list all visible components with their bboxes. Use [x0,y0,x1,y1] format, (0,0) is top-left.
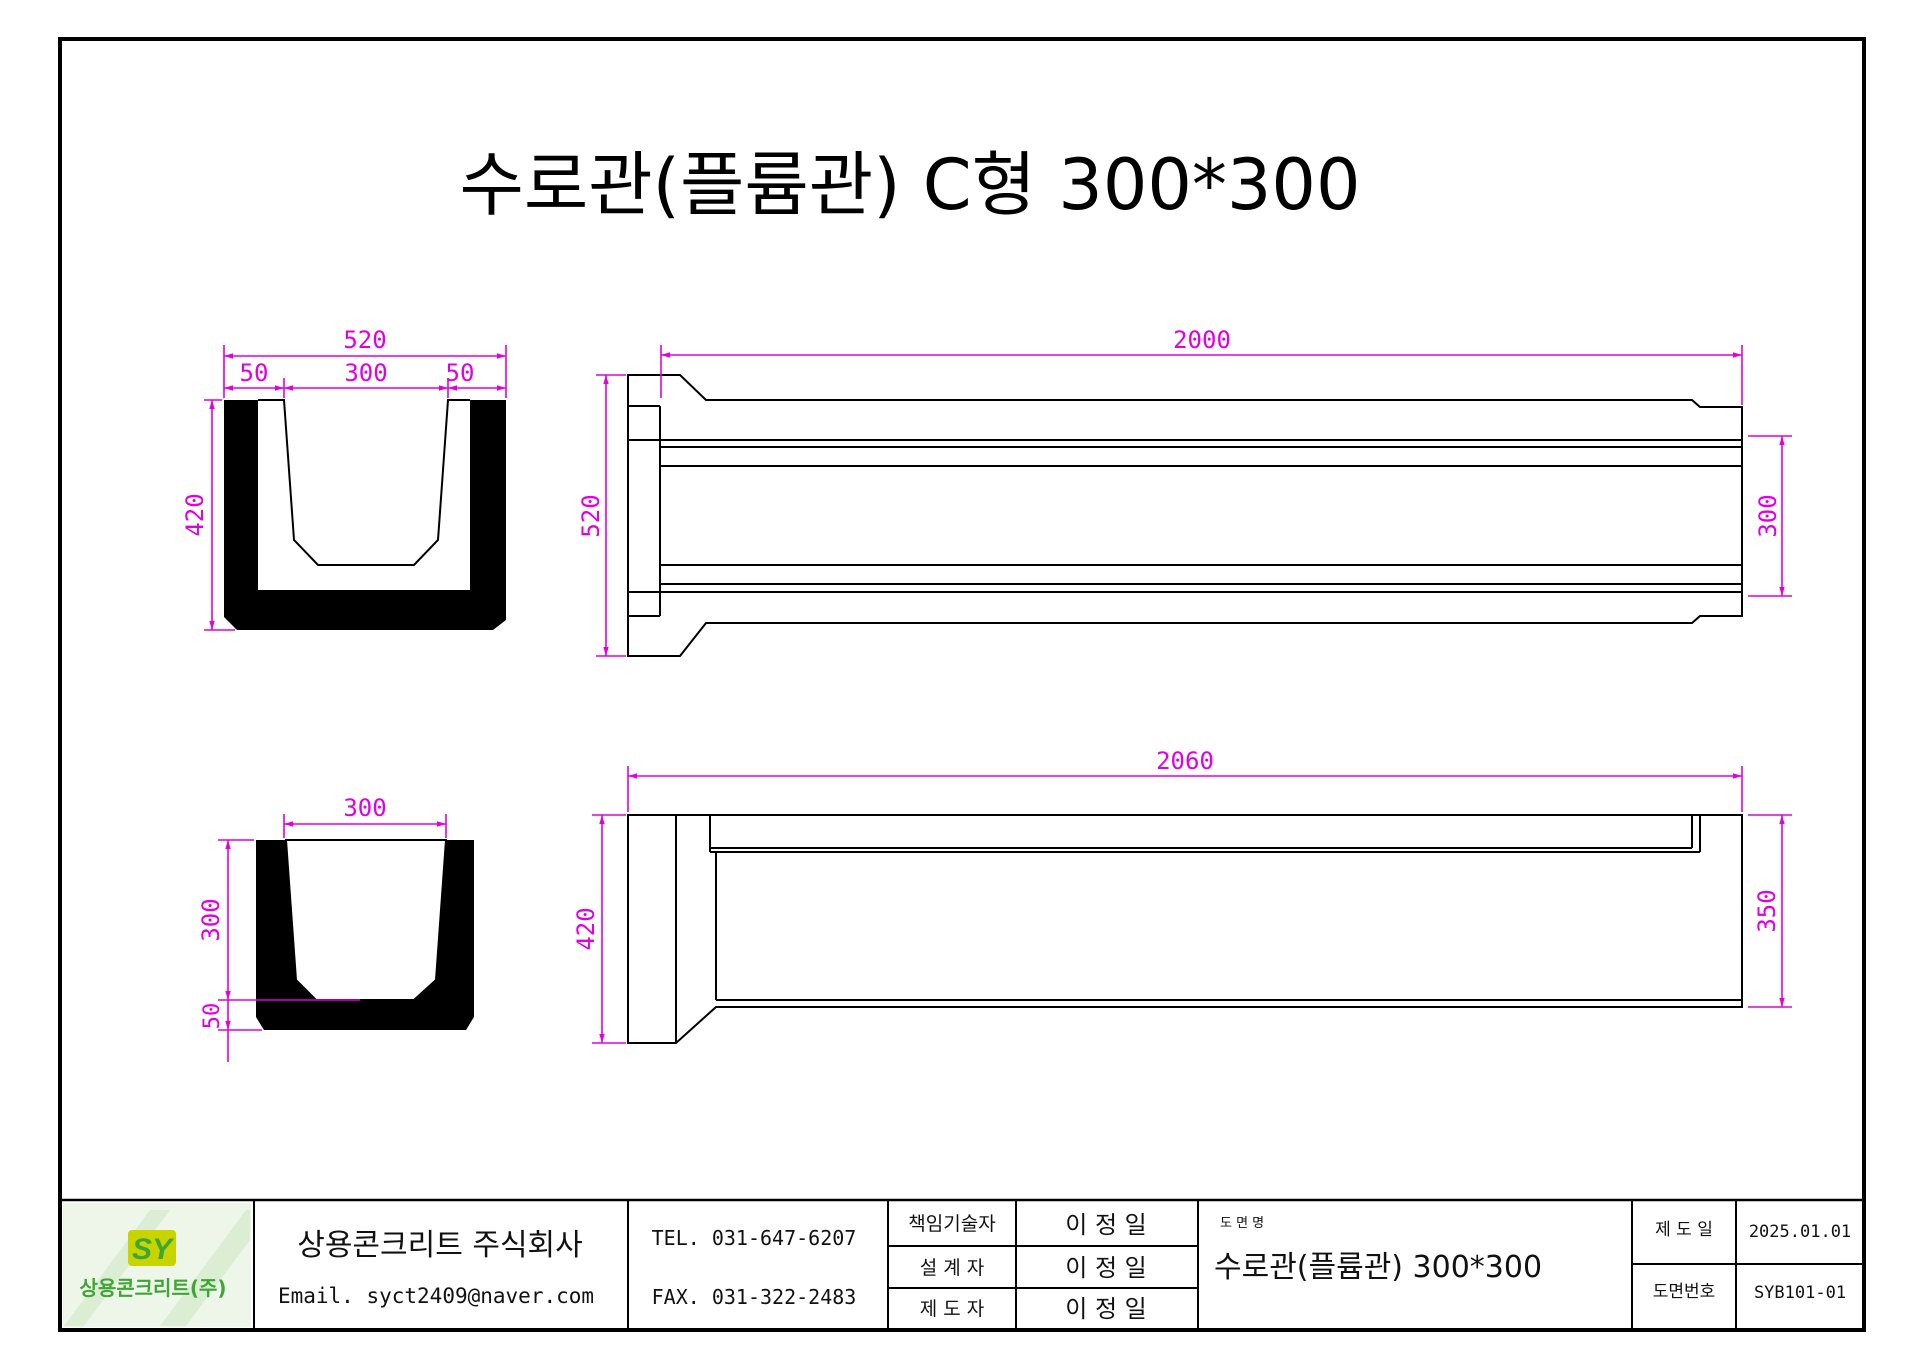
logo-mark: SY [132,1233,175,1266]
dim-bottom-length: 2060 [1156,747,1214,775]
dim-bottom-end-height: 420 [572,907,600,950]
role-label-drafter: 제 도 자 [920,1298,985,1320]
sheet-border [58,37,1866,1332]
number-label: 도면번호 [1653,1282,1716,1302]
dim-overall-width: 520 [343,326,386,354]
role-name-engineer: 이 정 일 [1065,1211,1147,1239]
dim-bottom-channel-height: 350 [1753,889,1781,932]
drawing-number: SYB101-01 [1754,1283,1846,1303]
top-long-dimensions [596,345,1792,657]
dim-channel-height: 300 [1754,494,1782,537]
role-label-designer: 설 계 자 [920,1257,985,1279]
bottom-cross-section [256,839,474,1030]
drawing-title: 수로관(플륨관) C형 300*300 [459,144,1360,226]
role-label-engineer: 책임기술자 [908,1213,995,1235]
logo-text: 상용콘크리트(주) [79,1276,226,1300]
bottom-long-dimensions [592,766,1792,1044]
top-longitudinal-view [627,374,1743,657]
role-name-drafter: 이 정 일 [1065,1295,1147,1323]
bottom-section-dimensions [218,814,447,1062]
company-tel: TEL. 031-647-6207 [652,1226,857,1250]
dim-wall-right: 50 [446,359,475,387]
top-cross-section [224,399,506,630]
role-name-designer: 이 정 일 [1065,1254,1147,1282]
dim-opening: 300 [344,359,387,387]
dim-length: 2000 [1173,326,1231,354]
company-fax: FAX. 031-322-2483 [652,1285,857,1309]
dim-wall-left: 50 [240,359,269,387]
dim-end-height: 520 [577,494,605,537]
company-email: Email. syct2409@naver.com [278,1284,594,1308]
top-section-dimensions [204,345,507,631]
company-name: 상용콘크리트 주식회사 [297,1228,583,1263]
dim-height: 420 [181,493,209,536]
section-body [224,400,506,630]
drawing-name-label: 도 면 명 [1220,1216,1264,1231]
company-logo: SY 상용콘크리트(주) [63,1203,251,1327]
drawing-name: 수로관(플륨관) 300*300 [1214,1250,1542,1285]
logo-mark-bg [128,1230,176,1266]
title-block [60,1198,1864,1330]
dim-bottom-opening: 300 [343,794,386,822]
dim-bottom-depth: 300 [197,898,225,941]
drawing-date: 2025.01.01 [1749,1222,1851,1242]
date-label: 제 도 일 [1655,1220,1713,1240]
bottom-longitudinal-view [627,814,1743,1044]
dim-bottom-base: 50 [200,1003,225,1030]
